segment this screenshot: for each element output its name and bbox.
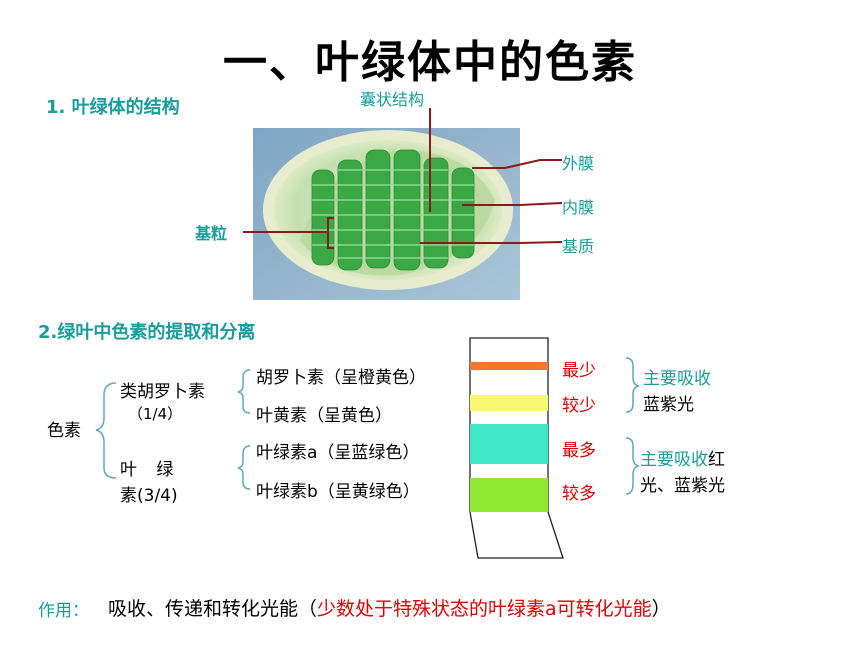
absorb2-rest: 红 [708, 450, 725, 470]
amount-less: 较少 [562, 396, 596, 416]
label-thylakoid: 囊状结构 [360, 90, 425, 109]
page-title: 一、叶绿体中的色素 [223, 37, 637, 88]
pigment-label: 色素 [47, 421, 81, 441]
band-chlorophyll-a [470, 424, 548, 464]
pointer-lines [243, 108, 563, 249]
braces [95, 357, 641, 495]
absorb2-line2: 光、蓝紫光 [640, 476, 725, 496]
amount-most: 最多 [562, 441, 596, 461]
absorb2-prefix: 主要吸收 [640, 450, 708, 470]
label-stroma: 基质 [562, 237, 595, 256]
label-inner-membrane: 内膜 [562, 198, 595, 217]
function-label: 作用： [38, 601, 89, 621]
function-close: ） [651, 598, 671, 620]
absorb1-line1: 主要吸收 [643, 369, 711, 389]
label-outer-membrane: 外膜 [562, 154, 595, 173]
absorb1-line2: 蓝紫光 [643, 395, 694, 415]
label-grana: 基粒 [195, 224, 228, 243]
section1-heading: 1. 叶绿体的结构 [46, 97, 180, 118]
function-main: 吸收、传递和转化光能（ [108, 598, 318, 620]
pigment-item-chlorophyll-b: 叶绿素b（呈黄绿色） [256, 482, 420, 502]
amount-least: 最少 [562, 361, 596, 381]
function-highlight: 少数处于特殊状态的叶绿素a可转化光能 [317, 598, 652, 620]
pigment-item-xanthophyll: 叶黄素（呈黄色） [256, 406, 392, 426]
amount-more: 较多 [562, 484, 596, 504]
chlorophyll-label-line2: 素(3/4) [120, 486, 178, 506]
band-chlorophyll-b [470, 478, 548, 512]
pigment-item-carotene: 胡罗卜素（呈橙黄色） [256, 368, 426, 388]
chlorophyll-label-line1: 叶 绿 [120, 460, 174, 480]
absorb2-line1: 主要吸收红 [640, 445, 725, 470]
band-xanthophyll [470, 395, 548, 411]
band-carotene [470, 362, 548, 370]
pigment-item-chlorophyll-a: 叶绿素a（呈蓝绿色） [256, 443, 420, 463]
function-text: 吸收、传递和转化光能（少数处于特殊状态的叶绿素a可转化光能） [108, 594, 671, 621]
section2-heading: 2.绿叶中色素的提取和分离 [38, 322, 256, 343]
grana-stacks [311, 149, 475, 271]
carotenoids-label: 类胡罗卜素 [120, 382, 205, 402]
carotenoids-ratio: （1/4） [128, 405, 183, 423]
